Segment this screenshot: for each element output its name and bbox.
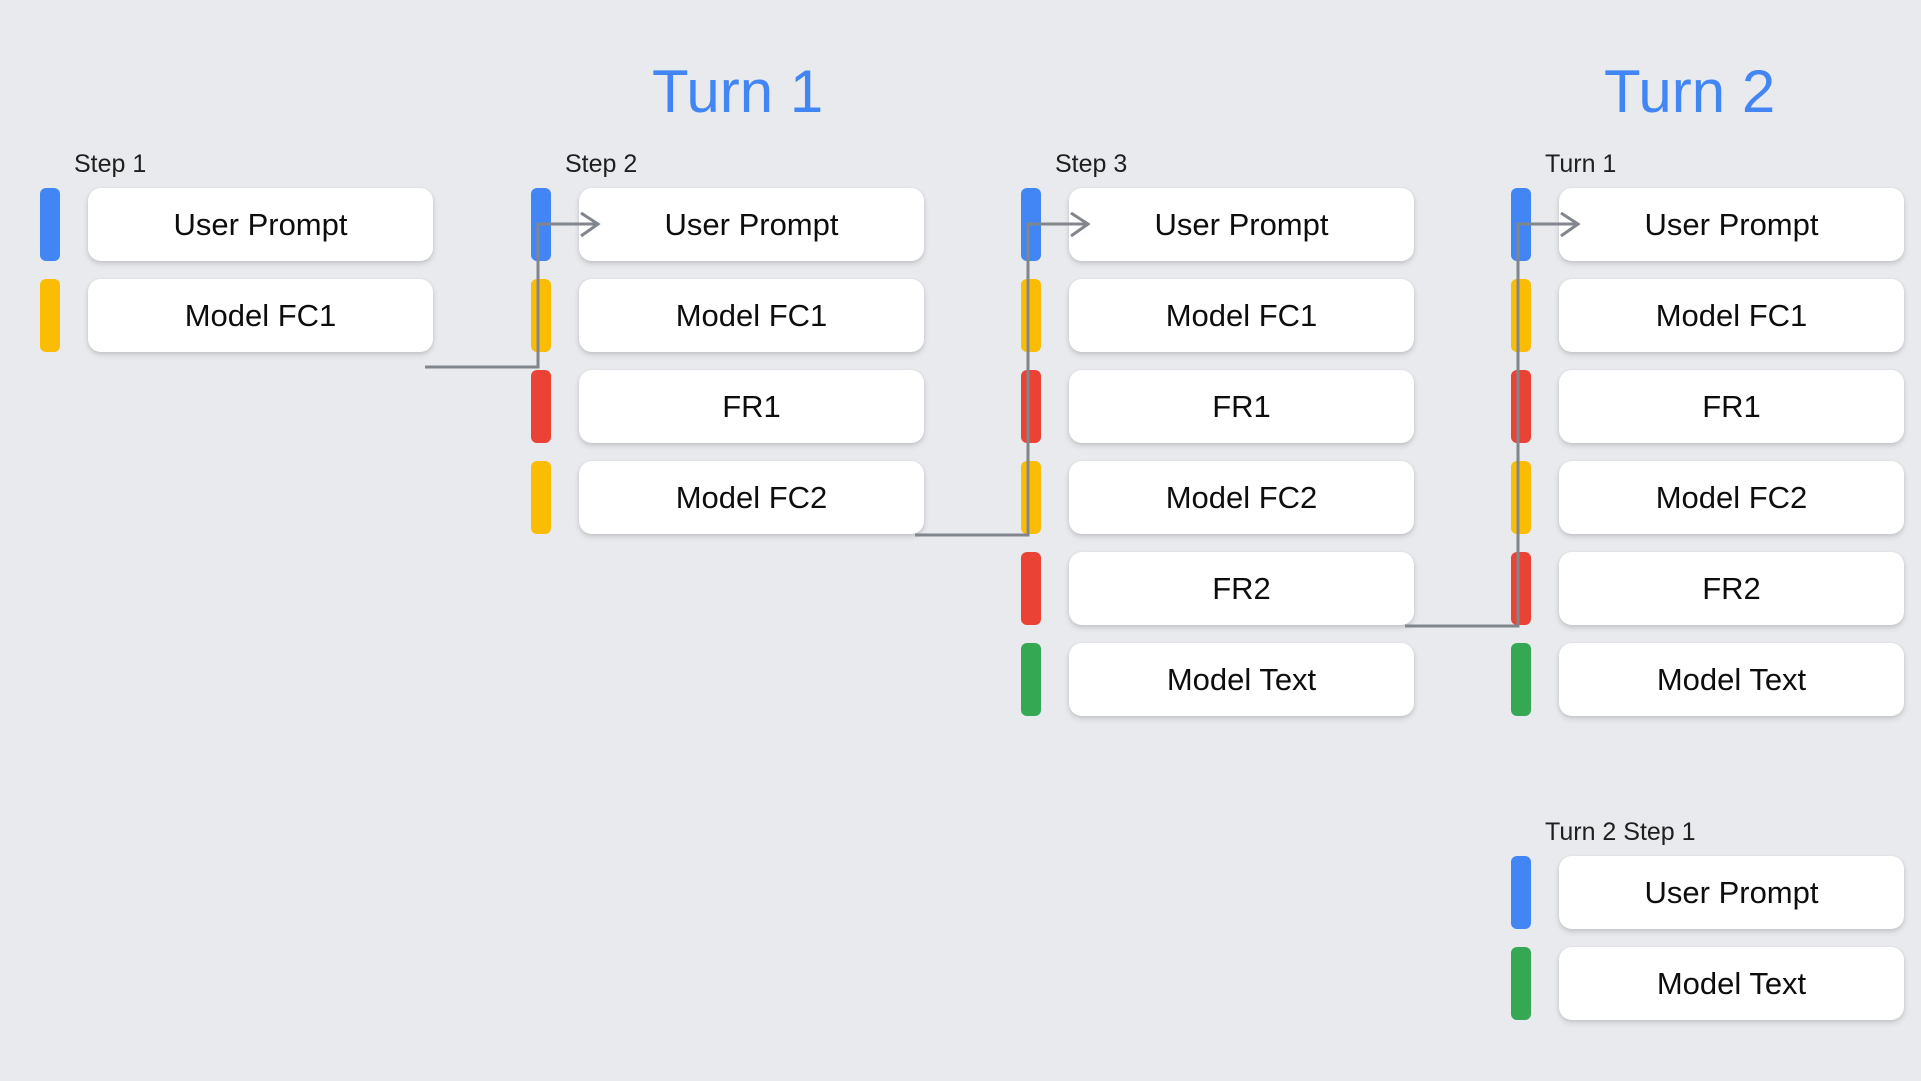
message-card-model-text[interactable]: Model Text	[1069, 643, 1414, 716]
message-card-model-text[interactable]: Model Text	[1559, 643, 1904, 716]
message-card-label: Model FC1	[1165, 298, 1318, 333]
message-card-label: Model FC2	[1165, 480, 1318, 515]
message-card-model-function-call[interactable]: Model FC1	[1559, 279, 1904, 352]
row-step-2-model-function-call-2[interactable]: Model FC1	[531, 279, 924, 352]
row-step-1-user-prompt-1[interactable]: User Prompt	[40, 188, 433, 261]
message-card-label: Model Text	[1166, 662, 1317, 697]
row-step-2-user-prompt-1[interactable]: User Prompt	[531, 188, 924, 261]
message-card-model-text[interactable]: Model Text	[1559, 947, 1904, 1020]
message-card-label: Model FC2	[675, 480, 828, 515]
message-card-model-function-call[interactable]: Model FC2	[1559, 461, 1904, 534]
column-label-step-1: Step 1	[74, 150, 147, 178]
message-card-label: Model Text	[1656, 662, 1807, 697]
message-card-label: User Prompt	[1154, 207, 1329, 242]
turn-1-heading: Turn 1	[652, 58, 824, 125]
message-card-model-function-call[interactable]: Model FC1	[88, 279, 433, 352]
message-card-label: User Prompt	[1644, 875, 1819, 910]
message-card-label: Model FC1	[675, 298, 828, 333]
message-card-label: FR1	[722, 389, 781, 424]
row-step-2-function-response-3[interactable]: FR1	[531, 370, 924, 443]
column-label-turn-2-step-1: Turn 2 Step 1	[1545, 818, 1696, 846]
row-step-3-model-function-call-2[interactable]: Model FC1	[1021, 279, 1414, 352]
message-card-label: User Prompt	[664, 207, 839, 242]
message-card-label: User Prompt	[1644, 207, 1819, 242]
message-card-function-response[interactable]: FR1	[1069, 370, 1414, 443]
message-card-function-response[interactable]: FR2	[1069, 552, 1414, 625]
row-turn-1-summary-model-function-call-2[interactable]: Model FC1	[1511, 279, 1904, 352]
message-card-label: Model FC2	[1655, 480, 1808, 515]
role-color-bar-user-prompt	[1511, 856, 1531, 929]
role-color-bar-model-text	[1511, 947, 1531, 1020]
row-step-3-function-response-5[interactable]: FR2	[1021, 552, 1414, 625]
role-color-bar-function-response	[1511, 552, 1531, 625]
row-step-3-model-text-6[interactable]: Model Text	[1021, 643, 1414, 716]
message-card-function-response[interactable]: FR2	[1559, 552, 1904, 625]
role-color-bar-function-response	[531, 370, 551, 443]
role-color-bar-user-prompt	[1511, 188, 1531, 261]
row-step-3-user-prompt-1[interactable]: User Prompt	[1021, 188, 1414, 261]
role-color-bar-function-response	[1511, 370, 1531, 443]
row-turn-1-summary-function-response-3[interactable]: FR1	[1511, 370, 1904, 443]
row-step-2-model-function-call-4[interactable]: Model FC2	[531, 461, 924, 534]
message-card-label: FR2	[1702, 571, 1761, 606]
row-step-1-model-function-call-2[interactable]: Model FC1	[40, 279, 433, 352]
message-card-label: FR1	[1212, 389, 1271, 424]
message-card-user-prompt[interactable]: User Prompt	[1069, 188, 1414, 261]
message-card-model-function-call[interactable]: Model FC1	[1069, 279, 1414, 352]
message-card-label: Model Text	[1656, 966, 1807, 1001]
message-card-label: Model FC1	[1655, 298, 1808, 333]
role-color-bar-model-function-call	[40, 279, 60, 352]
message-card-label: Model FC1	[184, 298, 337, 333]
message-card-label: User Prompt	[173, 207, 348, 242]
message-card-model-function-call[interactable]: Model FC1	[579, 279, 924, 352]
row-turn-1-summary-function-response-5[interactable]: FR2	[1511, 552, 1904, 625]
role-color-bar-function-response	[1021, 552, 1041, 625]
message-card-function-response[interactable]: FR1	[1559, 370, 1904, 443]
role-color-bar-model-function-call	[1021, 279, 1041, 352]
column-label-turn-1-summary: Turn 1	[1545, 150, 1617, 178]
role-color-bar-model-text	[1511, 643, 1531, 716]
turn-2-heading: Turn 2	[1604, 58, 1776, 125]
message-card-user-prompt[interactable]: User Prompt	[1559, 856, 1904, 929]
row-turn-2-step-1-user-prompt-1[interactable]: User Prompt	[1511, 856, 1904, 929]
row-step-3-function-response-3[interactable]: FR1	[1021, 370, 1414, 443]
message-card-label: FR2	[1212, 571, 1271, 606]
message-card-user-prompt[interactable]: User Prompt	[579, 188, 924, 261]
column-label-step-3: Step 3	[1055, 150, 1128, 178]
role-color-bar-model-function-call	[1021, 461, 1041, 534]
role-color-bar-function-response	[1021, 370, 1041, 443]
message-card-label: FR1	[1702, 389, 1761, 424]
role-color-bar-model-text	[1021, 643, 1041, 716]
role-color-bar-model-function-call	[531, 461, 551, 534]
message-card-user-prompt[interactable]: User Prompt	[88, 188, 433, 261]
message-card-function-response[interactable]: FR1	[579, 370, 924, 443]
role-color-bar-user-prompt	[1021, 188, 1041, 261]
row-turn-1-summary-user-prompt-1[interactable]: User Prompt	[1511, 188, 1904, 261]
role-color-bar-user-prompt	[40, 188, 60, 261]
role-color-bar-model-function-call	[1511, 279, 1531, 352]
message-card-user-prompt[interactable]: User Prompt	[1559, 188, 1904, 261]
message-card-model-function-call[interactable]: Model FC2	[1069, 461, 1414, 534]
row-turn-2-step-1-model-text-2[interactable]: Model Text	[1511, 947, 1904, 1020]
role-color-bar-model-function-call	[1511, 461, 1531, 534]
column-label-step-2: Step 2	[565, 150, 638, 178]
row-turn-1-summary-model-text-6[interactable]: Model Text	[1511, 643, 1904, 716]
row-turn-1-summary-model-function-call-4[interactable]: Model FC2	[1511, 461, 1904, 534]
role-color-bar-model-function-call	[531, 279, 551, 352]
row-step-3-model-function-call-4[interactable]: Model FC2	[1021, 461, 1414, 534]
message-card-model-function-call[interactable]: Model FC2	[579, 461, 924, 534]
role-color-bar-user-prompt	[531, 188, 551, 261]
